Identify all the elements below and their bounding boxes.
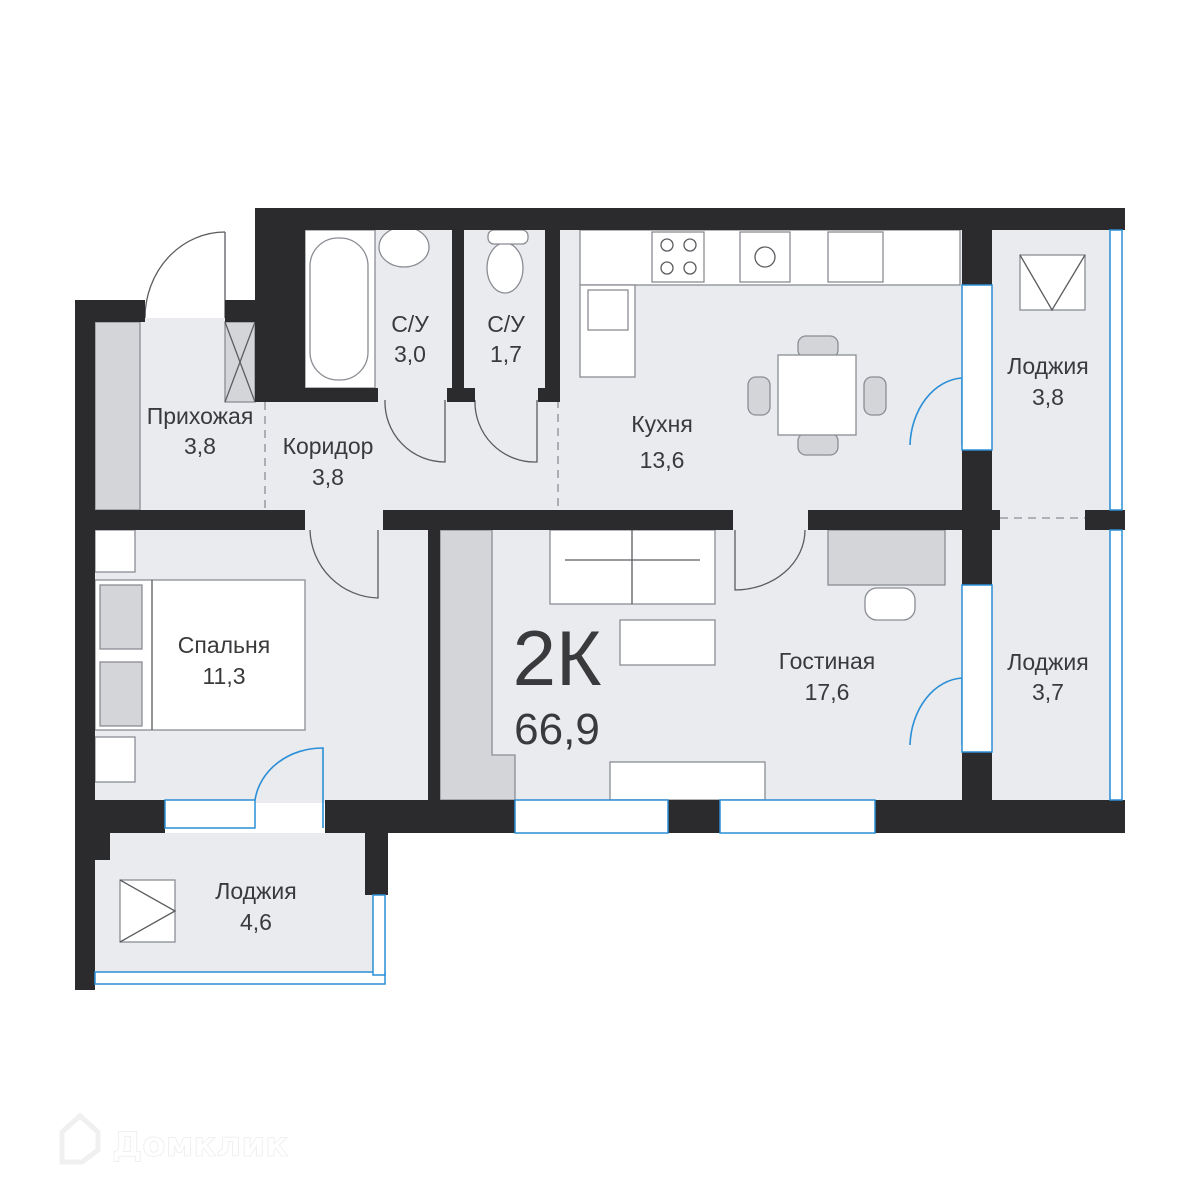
room-area-toilet: 1,7 [490, 341, 522, 367]
sink-icon [378, 226, 430, 268]
room-area-bedroom: 11,3 [202, 663, 245, 689]
toilet-tank [487, 229, 529, 245]
wardrobe-hall [94, 321, 256, 511]
total-area: 66,9 [514, 705, 600, 754]
room-area-loggia-2: 3,7 [1032, 679, 1064, 705]
room-area-kitchen: 13,6 [640, 447, 685, 473]
coffee-table [619, 619, 716, 666]
dining-table [747, 335, 887, 456]
tv-stand [609, 761, 766, 801]
room-area-hall: 3,8 [184, 433, 216, 459]
apartment-type: 2К [513, 614, 602, 702]
loggia-storage [119, 254, 1086, 943]
watermark: Домклик [59, 1112, 289, 1166]
room-area-bathroom: 3,0 [394, 341, 426, 367]
room-name-bathroom: С/У [391, 311, 429, 337]
room-name-kitchen: Кухня [631, 411, 693, 437]
room-name-bedroom: Спальня [178, 632, 270, 658]
room-name-loggia-1: Лоджия [1007, 353, 1089, 379]
room-area-loggia-3: 4,6 [240, 909, 272, 935]
interior-doors[interactable] [254, 377, 963, 828]
watermark-text: Домклик [112, 1125, 288, 1165]
toilet-icon [486, 242, 524, 294]
house-logo-icon [59, 1112, 101, 1165]
sofa [549, 529, 716, 605]
desk [827, 529, 946, 621]
windows [94, 229, 1123, 985]
room-area-corridor: 3,8 [312, 464, 344, 490]
entrance-door[interactable] [144, 231, 226, 319]
bed [94, 529, 306, 783]
room-name-toilet: С/У [487, 311, 525, 337]
room-area-loggia-1: 3,8 [1032, 384, 1064, 410]
room-name-hall: Прихожая [147, 403, 254, 429]
room-name-loggia-3: Лоджия [215, 878, 297, 904]
room-name-living: Гостиная [779, 648, 876, 674]
room-name-loggia-2: Лоджия [1007, 649, 1089, 675]
kitchen-counter [579, 229, 961, 378]
room-name-corridor: Коридор [283, 433, 374, 459]
walls [75, 208, 1125, 990]
bathtub [304, 229, 376, 389]
room-area-living: 17,6 [805, 679, 850, 705]
